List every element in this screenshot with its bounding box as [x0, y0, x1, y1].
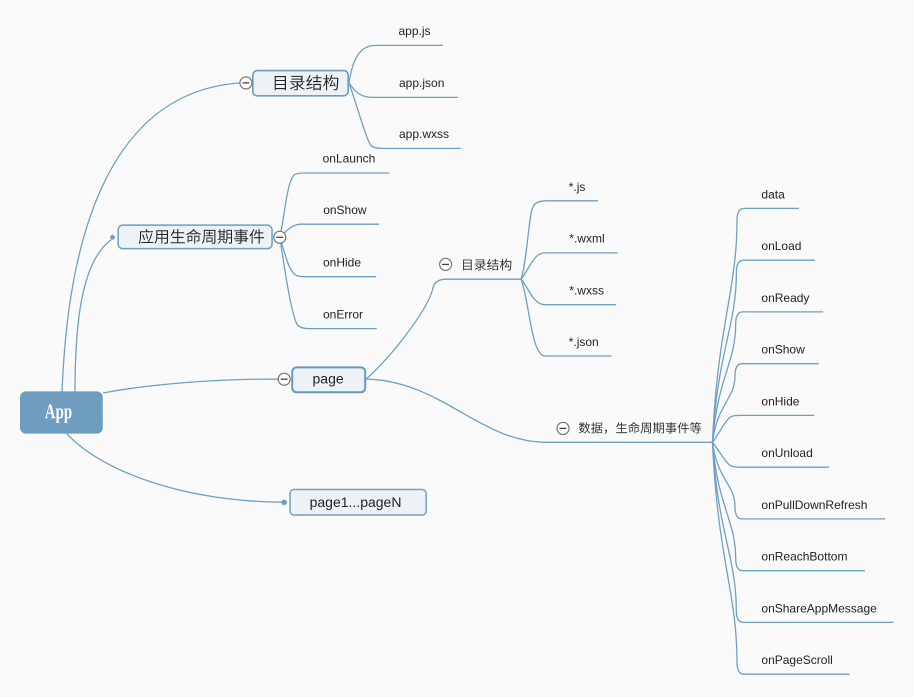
- svg-text:onReady: onReady: [761, 291, 809, 305]
- svg-text:onHide: onHide: [323, 255, 361, 269]
- svg-text:onReachBottom: onReachBottom: [761, 550, 847, 564]
- svg-text:onUnload: onUnload: [761, 446, 812, 460]
- svg-text:page1...pageN: page1...pageN: [310, 494, 402, 510]
- svg-text:onLoad: onLoad: [761, 239, 801, 253]
- svg-text:app.wxss: app.wxss: [399, 127, 449, 141]
- svg-text:onShareAppMessage: onShareAppMessage: [761, 601, 877, 615]
- svg-text:*.wxss: *.wxss: [569, 284, 604, 298]
- svg-text:*.js: *.js: [569, 180, 586, 194]
- svg-text:app.json: app.json: [399, 76, 444, 90]
- svg-text:data: data: [761, 187, 785, 201]
- svg-text:onShow: onShow: [761, 343, 805, 357]
- svg-text:onShow: onShow: [323, 203, 367, 217]
- svg-text:*.json: *.json: [569, 335, 599, 349]
- svg-text:app.js: app.js: [399, 24, 431, 38]
- svg-text:onLaunch: onLaunch: [323, 152, 376, 166]
- svg-text:page: page: [313, 371, 344, 387]
- svg-text:onError: onError: [323, 307, 363, 321]
- svg-text:onPageScroll: onPageScroll: [761, 653, 832, 667]
- svg-text:onHide: onHide: [761, 394, 799, 408]
- svg-text:*.wxml: *.wxml: [569, 232, 604, 246]
- svg-text:onPullDownRefresh: onPullDownRefresh: [761, 498, 867, 512]
